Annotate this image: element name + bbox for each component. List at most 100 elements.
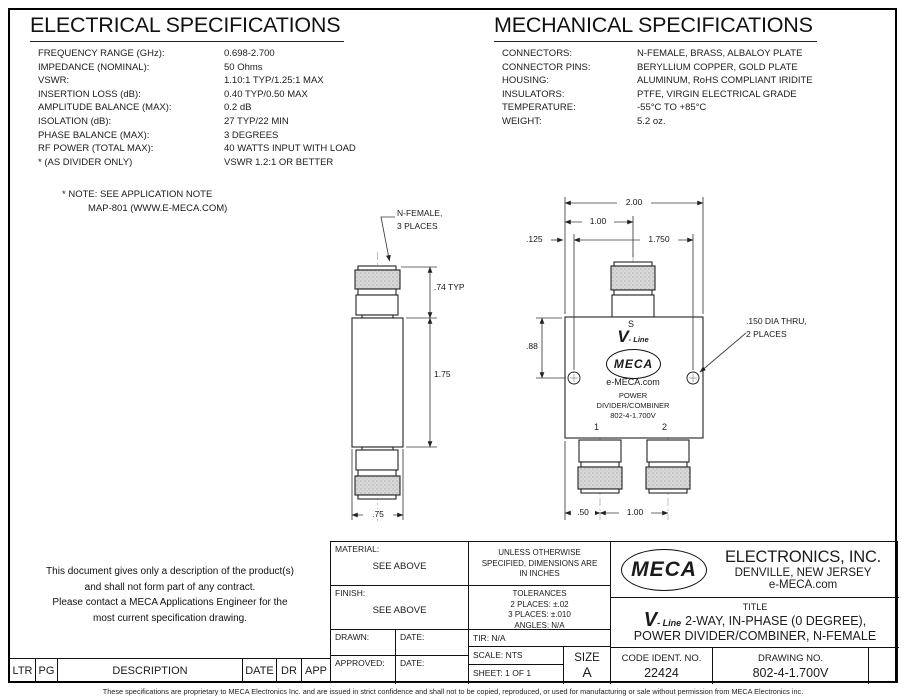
- hole-callout-line2: 2 PLACES: [746, 328, 787, 339]
- spec-value: -55°C TO +85°C: [637, 102, 707, 114]
- connector-cap: [357, 265, 397, 271]
- sheet-cell: SHEET: 1 OF 1: [469, 665, 564, 684]
- drawing-title-line2: POWER DIVIDER/COMBINER, N-FEMALE: [633, 628, 877, 643]
- port-s-collar: [611, 294, 655, 318]
- revision-col-description: DESCRIPTION: [58, 659, 243, 683]
- port-2-cap: [648, 488, 688, 494]
- application-note: * NOTE: SEE APPLICATION NOTE MAP-801 (WW…: [62, 188, 227, 215]
- spec-label: AMPLITUDE BALANCE (MAX):: [38, 102, 172, 114]
- v-line-logo-v: V: [617, 327, 629, 346]
- sheet-value: SHEET: 1 OF 1: [473, 668, 532, 678]
- dim-hole-spacing: 1.750: [640, 234, 678, 244]
- v-line-logo: V - Line: [601, 327, 665, 346]
- dim-connector-height: .74 TYP: [434, 282, 465, 292]
- company-info: ELECTRONICS, INC. DENVILLE, NEW JERSEY e…: [707, 548, 899, 591]
- drawn-label: DRAWN:: [335, 632, 370, 642]
- port-label-sum: S: [628, 319, 635, 329]
- title-block: MATERIAL: SEE ABOVE FINISH: SEE ABOVE DR…: [330, 541, 899, 684]
- size-label: SIZE: [574, 651, 600, 664]
- spec-row: CONNECTORS: N-FEMALE, BRASS, ALBALOY PLAT…: [502, 47, 813, 61]
- port-label-2: 2: [662, 422, 668, 432]
- front-view-dimensions: [536, 197, 747, 520]
- meca-logo: MECA: [621, 548, 707, 591]
- spec-row: HOUSING: ALUMINUM, RoHS COMPLIANT IRIDITE: [502, 74, 813, 88]
- connector-collar: [355, 449, 399, 471]
- size-cell: SIZE A: [564, 647, 611, 684]
- spec-label: FREQUENCY RANGE (GHz):: [38, 48, 165, 59]
- spec-label: CONNECTORS:: [502, 48, 573, 59]
- dim-hole-vertical: .88: [526, 341, 538, 351]
- connector-callout: N-FEMALE, 3 PLACES: [397, 207, 442, 232]
- spec-value: N-FEMALE, BRASS, ALBALOY PLATE: [637, 48, 803, 59]
- v-line-logo-suffix: - Line: [628, 334, 649, 344]
- spec-value: 27 TYP/22 MIN: [224, 115, 289, 127]
- connector-knurl: [354, 269, 401, 290]
- spec-label: INSERTION LOSS (dB):: [38, 88, 141, 100]
- approved-date-label: DATE:: [400, 658, 425, 668]
- revision-col-ltr: LTR: [10, 659, 36, 683]
- tir-value: TIR: N/A: [473, 633, 506, 643]
- face-line1: POWER: [618, 391, 648, 400]
- connector-cap: [357, 494, 397, 500]
- approved-date-cell: DATE:: [396, 656, 469, 684]
- spec-row: VSWR:1.10:1 TYP/1.25:1 MAX: [38, 74, 356, 88]
- title-label: TITLE: [742, 601, 768, 612]
- material-label: MATERIAL:: [335, 544, 380, 554]
- face-line2: DIVIDER/COMBINER: [596, 401, 670, 410]
- port-1-collar: [578, 439, 622, 463]
- dim-overall-width: 2.00: [617, 197, 651, 207]
- port-2-knurl: [645, 466, 691, 490]
- spec-row: WEIGHT:5.2 oz.: [502, 115, 813, 129]
- port-s-knurl: [610, 265, 656, 291]
- code-ident-label: CODE IDENT. NO.: [621, 652, 702, 664]
- connector-knurl: [354, 475, 401, 496]
- spec-row: FREQUENCY RANGE (GHz): 0.698-2.700: [38, 47, 356, 61]
- spec-label: CONNECTOR PINS:: [502, 61, 591, 73]
- units-note: UNLESS OTHERWISE SPECIFIED, DIMENSIONS A…: [481, 548, 598, 578]
- spec-value: 0.2 dB: [224, 102, 252, 114]
- spec-value: 0.698-2.700: [224, 48, 275, 59]
- connector-callout-line2: 3 PLACES: [397, 220, 438, 231]
- hole-callout-line1: .150 DIA THRU,: [746, 316, 807, 326]
- tir-cell: TIR: N/A: [469, 630, 611, 647]
- dim-body-width: .75: [363, 509, 393, 519]
- meca-logo: MECA: [606, 349, 661, 379]
- side-view-dimensions: [351, 216, 437, 520]
- connector-callout-line1: N-FEMALE,: [397, 208, 443, 218]
- side-view-drawing: [351, 252, 404, 523]
- spec-label: IMPEDANCE (NOMINAL):: [38, 61, 150, 73]
- v-line-logo-suffix: - Line: [657, 617, 682, 628]
- scale-cell: SCALE: NTS: [469, 647, 564, 665]
- revision-letter-cell: [869, 648, 899, 684]
- spec-value: ALUMINUM, RoHS COMPLIANT IRIDITE: [637, 75, 813, 87]
- spec-value: BERYLLIUM COPPER, GOLD PLATE: [637, 61, 798, 73]
- proprietary-footer: These specifications are proprietary to …: [102, 687, 804, 696]
- spec-row: AMPLITUDE BALANCE (MAX): 0.2 dB: [38, 101, 356, 115]
- port-s-band: [613, 289, 653, 296]
- spec-row: INSERTION LOSS (dB):0.40 TYP/0.50 MAX: [38, 88, 356, 102]
- application-note-line1: * NOTE: SEE APPLICATION NOTE: [62, 189, 213, 200]
- device-body-side: [351, 317, 404, 448]
- spec-value: 40 WATTS INPUT WITH LOAD: [224, 143, 356, 155]
- revision-col-pg: PG: [36, 659, 58, 683]
- port-2-collar: [646, 439, 690, 463]
- material-cell: MATERIAL: SEE ABOVE: [331, 542, 469, 586]
- drawing-no-value: 802-4-1.700V: [752, 665, 829, 680]
- dim-port-spacing: 1.00: [619, 507, 651, 517]
- finish-label: FINISH:: [335, 588, 366, 598]
- disclaimer-line: Please contact a MECA Applications Engin…: [52, 597, 288, 608]
- dim-body-height: 1.75: [434, 369, 451, 379]
- spec-label: TEMPERATURE:: [502, 102, 576, 114]
- contract-disclaimer: This document gives only a description o…: [14, 564, 326, 626]
- spec-label: * (AS DIVIDER ONLY): [38, 156, 133, 168]
- drawing-title-line1: V - Line 2-WAY, IN-PHASE (0 DEGREE),: [644, 610, 866, 630]
- finish-cell: FINISH: SEE ABOVE: [331, 586, 469, 630]
- tolerances-cell: TOLERANCES 2 PLACES: ±.02 3 PLACES: ±.01…: [469, 586, 611, 630]
- approved-label: APPROVED:: [335, 658, 385, 668]
- scale-value: SCALE: NTS: [473, 650, 523, 660]
- tolerances-note: TOLERANCES 2 PLACES: ±.02 3 PLACES: ±.01…: [508, 589, 571, 630]
- dim-edge-offset: .125: [526, 234, 543, 244]
- spec-label: HOUSING:: [502, 75, 549, 87]
- face-model-number: 802-4-1.700V: [610, 411, 656, 420]
- code-ident-value: 22424: [644, 665, 679, 680]
